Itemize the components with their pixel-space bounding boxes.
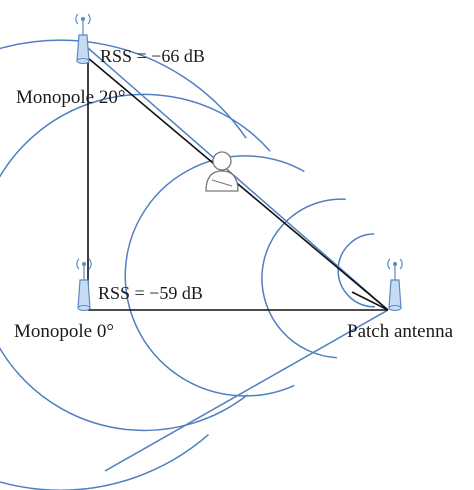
patch-antenna-label: Patch antenna bbox=[347, 321, 454, 342]
monopole-20-label: Monopole 20° bbox=[16, 87, 125, 108]
beam-upper-edge bbox=[87, 47, 389, 311]
person-icon bbox=[205, 151, 239, 192]
antenna-icon bbox=[76, 258, 92, 311]
wavefront-arc-2 bbox=[261, 198, 346, 359]
beam-lower-edge bbox=[104, 309, 389, 472]
rss-label-bottom: RSS = −59 dB bbox=[98, 283, 203, 303]
patch-reflection-stub bbox=[351, 291, 389, 311]
wavefront-arc-1 bbox=[337, 233, 376, 308]
rss-label-top: RSS = −66 dB bbox=[100, 46, 205, 66]
wavefront-arc-3 bbox=[124, 155, 305, 397]
wavefront-arc-4 bbox=[0, 93, 271, 432]
antenna-icon bbox=[75, 13, 91, 64]
antenna-icon bbox=[387, 258, 403, 311]
monopole-0-label: Monopole 0° bbox=[14, 321, 114, 342]
